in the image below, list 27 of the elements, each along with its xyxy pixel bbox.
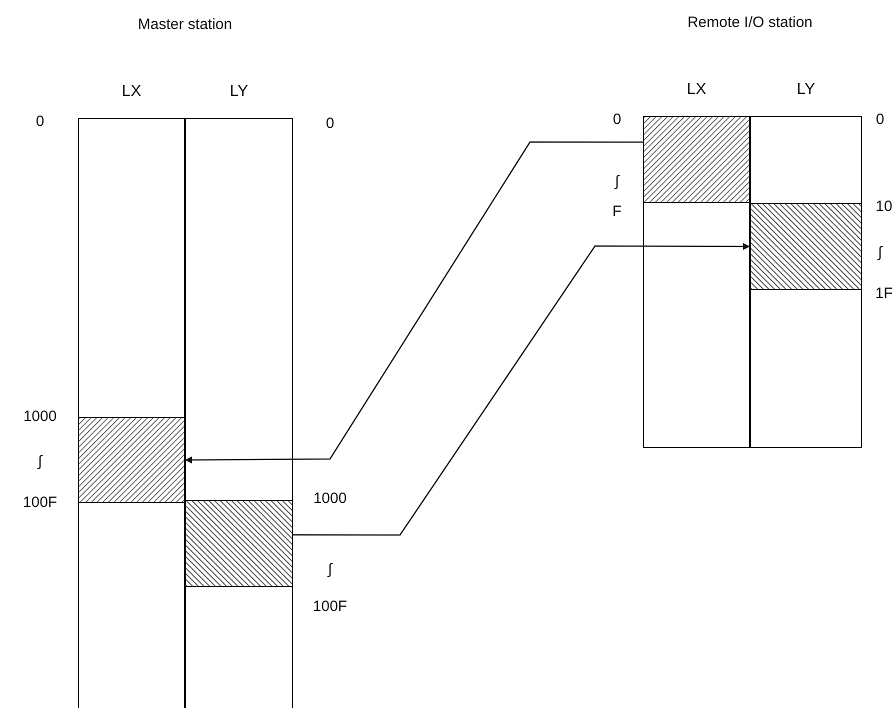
address-label: ∫ <box>38 454 42 470</box>
address-label: 1000 <box>23 408 57 426</box>
column-heading: LY <box>796 81 816 99</box>
address-label: 0 <box>36 114 44 130</box>
hatched-block <box>184 500 292 586</box>
address-label: 100F <box>22 494 58 512</box>
hatched-block <box>642 116 750 202</box>
address-label: 1000 <box>313 490 347 508</box>
station-title: Remote I/O station <box>687 14 813 31</box>
station-title: Master station <box>138 16 232 33</box>
address-label: 0 <box>876 112 884 128</box>
address-label: 1F <box>875 286 893 302</box>
arrow <box>293 242 750 536</box>
address-label: 0 <box>326 116 334 132</box>
address-label: ∫ <box>614 174 620 190</box>
address-label: F <box>612 204 622 220</box>
hatched-block <box>750 202 862 290</box>
address-label: 0 <box>612 112 622 128</box>
arrow <box>185 141 643 464</box>
column-heading: LX <box>686 81 708 99</box>
address-label: 10 <box>876 198 892 216</box>
address-label: ∫ <box>328 562 332 578</box>
address-label: 100F <box>312 598 348 616</box>
column-heading: LX <box>120 83 142 101</box>
column-heading: LY <box>228 83 250 101</box>
address-label: ∫ <box>878 244 882 262</box>
hatched-block <box>78 416 184 502</box>
